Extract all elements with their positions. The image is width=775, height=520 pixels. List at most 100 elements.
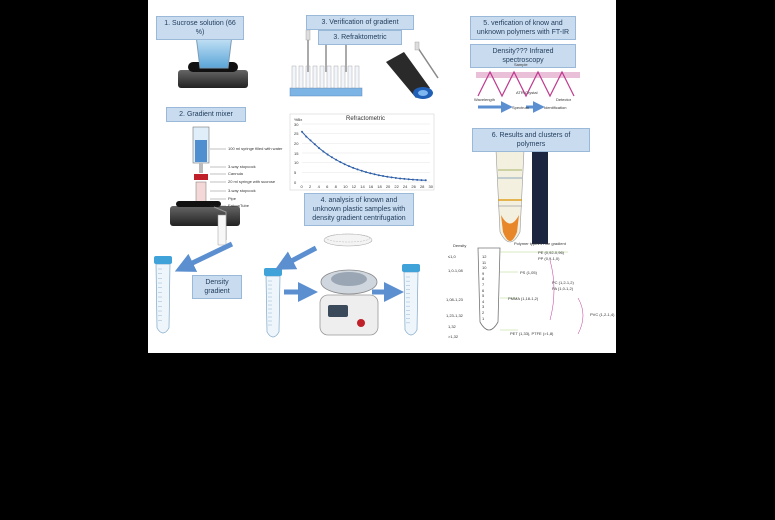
chart-point [420,179,423,182]
results-tube-number: 6 [482,287,485,293]
chart-point [386,175,389,178]
refractometric-chart [289,113,435,191]
cuvette [312,65,318,89]
chart-xtick-label: 2 [309,184,312,189]
chart-point [403,177,406,180]
chart-point [305,135,308,138]
chart-title: Refractometric [346,116,386,122]
results-tube-number: 5 [482,293,485,299]
mixer-callout-syringe-sucrose: 20 ml syringe with sucrose [228,179,276,184]
chart-point [411,178,414,181]
chart-ytick-label: 15 [294,150,299,156]
results-tube-number: 3 [482,304,485,310]
results-density-header: Density [453,243,467,248]
results-polymer-pvc: PVC (1,2-1,4) [590,312,615,317]
results-tube-photo [495,144,548,244]
chart-xtick-label: 20 [385,184,391,189]
chart-point [369,172,372,175]
chart-xtick-label: 30 [428,184,433,189]
chart-ytick-label: 25 [294,131,299,137]
chart-points [301,130,427,182]
mixer-callout-pipe: Pipe [228,196,237,201]
label-analysis: 4. analysis of known and unknown plastic… [304,193,414,226]
figure-graphics [154,29,584,338]
chart-point [335,158,338,161]
figure-panel: 1. Sucrose solution (66 %) 2. Gradient m… [148,0,616,353]
results-density-4: 1,23-1,32 [446,313,463,318]
results-density-1: ≤1,0 [448,254,456,259]
chart-xtick-label: 14 [360,184,365,189]
sample-tube [264,268,282,338]
chart-xtick-label: 22 [394,184,399,189]
label-results: 6. Results and clusters of polymers [472,128,590,152]
cuvette [354,65,360,89]
ir-label-atr: ATR-Crystal [516,90,538,95]
label-verification: 3. Verification of gradient [306,15,414,30]
results-polymer-ps: PS (1,05) [520,270,537,275]
label-refraktometric: 3. Refraktometric [318,30,402,45]
chart-point [301,130,303,133]
chart-point [326,153,329,156]
mixer-callout-syringe-water: 100 ml syringe filled with water [228,146,283,151]
cuvette-rack [289,29,363,97]
petri-dish [323,233,373,247]
chart-xtick-label: 6 [326,184,329,189]
results-density-5: 1,32 [448,324,456,329]
mixer-callout-stopcock-1: 3-way stopcock [228,164,256,169]
label-density-gradient: Density gradient [192,275,242,299]
chart-ytick-label: 10 [294,160,299,166]
gradient-mixer-apparatus [170,126,240,246]
label-density-ir: Density??? Infrared spectroscopy [470,44,576,68]
chart-point [365,171,367,174]
chart-point [377,174,380,177]
sucrose-beaker [178,32,248,88]
results-tube-number: 8 [482,276,485,282]
label-gradient-mixer: 2. Gradient mixer [166,107,246,122]
mixer-callout-cannula: Cannula [228,171,243,176]
chart-point [343,163,346,166]
results-tube-number: 9 [482,270,485,276]
cuvette [319,65,325,89]
ir-label-wavelength: Wavelength [474,97,495,102]
chart-point [322,150,325,153]
results-polymer-header: Polymer types in the gradient [514,241,566,246]
chart-ytick-label: 0 [294,179,297,185]
chart-ytick-label: 5 [294,169,297,175]
chart-ytick-label: 20 [294,140,299,146]
cuvette [333,65,339,89]
ir-label-spectrum: Spectrum [512,105,530,110]
chart-xtick-label: 28 [419,184,425,189]
chart-point [339,161,342,164]
chart-xtick-label: 16 [368,184,374,189]
chart-point [424,179,427,182]
chart-point [347,165,350,168]
chart-xtick-label: 12 [351,184,357,189]
results-density-3: 1,08-1,23 [446,297,463,302]
results-polymer-pet: PET (1,33), PTFE (>1,8) [510,331,554,336]
chart-point [373,173,376,176]
results-polymer-pp: PP (0,9-1,0) [538,256,560,261]
chart-point [399,177,402,180]
cuvette [291,65,297,89]
results-polymer-pmma: PMMA (1,18-1,2) [508,296,539,301]
mixer-callout-stopcock-2: 3-way stopcock [228,188,256,193]
label-sucrose: 1. Sucrose solution (66 %) [156,16,244,40]
chart-xtick-label: 4 [317,184,320,189]
chart-point [360,169,363,172]
chart-xtick-label: 8 [334,184,337,189]
results-polymer-pe: PE (0,92-0,96) [538,250,565,255]
ir-label-detector: Detector [556,97,572,102]
chart-point [382,175,385,178]
chart-xtick-label: 26 [411,184,416,189]
mixer-callout-falcon: FalconTube [228,203,249,208]
chart-grid [302,123,430,183]
results-tube-number: 7 [482,282,485,287]
results-density-6: >1,32 [448,334,459,339]
chart-xtick-label: 0 [300,184,303,189]
refractometer-device [386,41,439,99]
chart-point [330,156,333,159]
centrifuge [319,269,379,336]
chart-point [407,178,410,181]
results-schematic [477,247,584,335]
density-gradient-tube [154,256,172,334]
